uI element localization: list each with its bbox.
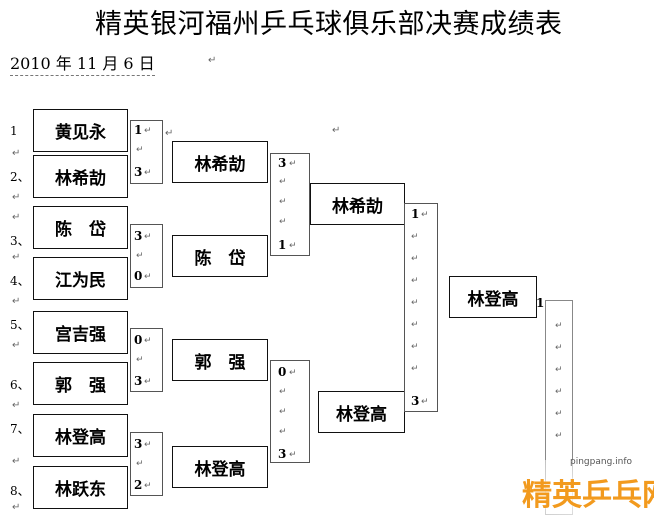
player-box-r1: 陈 岱: [33, 206, 128, 249]
paragraph-mark: ↵: [279, 427, 287, 437]
paragraph-mark: ↵: [144, 232, 152, 242]
score-bottom: 3: [134, 165, 143, 179]
seed-number: 1: [10, 124, 18, 138]
paragraph-mark: ↵: [136, 251, 144, 261]
watermark-url: pingpang.info: [570, 457, 633, 467]
seed-number: 3、: [10, 234, 30, 248]
score-bottom: 0: [134, 269, 143, 283]
watermark-logo: 精英乒乓网: [522, 478, 654, 513]
paragraph-mark: ↵: [144, 126, 152, 136]
paragraph-mark: ↵: [555, 387, 563, 397]
player-box-r2: 林希劼: [172, 141, 268, 183]
score-box-r1: 3 ↵ ↵ 2 ↵: [130, 432, 163, 496]
paragraph-mark: ↵: [289, 368, 297, 378]
score-bottom: 3: [134, 374, 143, 388]
player-box-r1: 宫吉强: [33, 311, 128, 354]
watermark-background: [520, 460, 654, 520]
paragraph-mark: ↵: [411, 276, 419, 286]
player-box-r1: 林登高: [33, 414, 128, 457]
paragraph-mark: ↵: [136, 355, 144, 365]
player-box-r3: 林登高: [318, 391, 405, 433]
score-top: 1: [411, 207, 420, 221]
seed-number: 5、: [10, 318, 30, 332]
score-box-r2: 3 ↵ ↵ ↵ ↵ 1 ↵: [270, 153, 310, 256]
paragraph-mark: ↵: [144, 272, 152, 282]
player-box-r3: 林希劼: [310, 183, 405, 225]
paragraph-mark: ↵: [279, 197, 287, 207]
score-top: 3: [134, 229, 143, 243]
score-bottom: 3: [411, 394, 420, 408]
paragraph-mark: ↵: [136, 145, 144, 155]
seed-number: 8、: [10, 484, 30, 498]
player-box-r1: 林跃东: [33, 466, 128, 509]
paragraph-mark: ↵: [411, 320, 419, 330]
player-box-r2: 林登高: [172, 446, 268, 488]
paragraph-mark: ↵: [411, 232, 419, 242]
paragraph-mark: ↵: [144, 168, 152, 178]
paragraph-mark: ↵: [411, 254, 419, 264]
player-box-r1: 江为民: [33, 257, 128, 300]
paragraph-mark: ↵: [12, 456, 21, 467]
paragraph-mark: ↵: [411, 298, 419, 308]
paragraph-mark: ↵: [555, 343, 563, 353]
paragraph-mark: ↵: [279, 387, 287, 397]
seed-number: 2、: [10, 170, 30, 184]
paragraph-mark: ↵: [421, 210, 429, 220]
paragraph-mark: ↵: [12, 192, 21, 203]
seed-number: 4、: [10, 274, 30, 288]
player-box-r2: 陈 岱: [172, 235, 268, 277]
paragraph-mark: ↵: [144, 377, 152, 387]
score-bottom: 1: [278, 238, 287, 252]
paragraph-mark: ↵: [411, 364, 419, 374]
paragraph-mark: ↵: [289, 159, 297, 169]
player-box-r2: 郭 强: [172, 339, 268, 381]
paragraph-mark: ↵: [165, 128, 174, 139]
paragraph-mark: ↵: [12, 400, 21, 411]
paragraph-mark: ↵: [12, 340, 21, 351]
paragraph-mark: ↵: [136, 459, 144, 469]
score-box-r2: 0 ↵ ↵ ↵ ↵ 3 ↵: [270, 360, 310, 463]
score-box-r1: 1 ↵ ↵ 3 ↵: [130, 120, 163, 184]
score-bottom: 2: [134, 478, 143, 492]
score-top: 0: [278, 365, 287, 379]
paragraph-mark: ↵: [12, 148, 21, 159]
paragraph-mark: ↵: [332, 125, 341, 136]
paragraph-mark: ↵: [144, 440, 152, 450]
score-top: 1: [134, 123, 143, 137]
paragraph-mark: ↵: [12, 212, 21, 223]
paragraph-mark: ↵: [12, 252, 21, 263]
paragraph-mark: ↵: [555, 431, 563, 441]
paragraph-mark: ↵: [12, 296, 21, 307]
champion-box: 林登高: [449, 276, 537, 318]
paragraph-mark: ↵: [144, 481, 152, 491]
paragraph-mark: ↵: [144, 336, 152, 346]
score-bottom: 3: [278, 447, 287, 461]
paragraph-mark: ↵: [12, 502, 21, 513]
paragraph-mark: ↵: [279, 217, 287, 227]
paragraph-mark: ↵: [411, 342, 419, 352]
score-box-r1: 0 ↵ ↵ 3 ↵: [130, 328, 163, 392]
score-box-r1: 3 ↵ ↵ 0 ↵: [130, 224, 163, 288]
score-top: 3: [134, 437, 143, 451]
score-box-r3: 1 ↵ ↵ ↵ ↵ ↵ ↵ ↵ ↵ 3 ↵: [404, 203, 438, 412]
paragraph-mark: ↵: [555, 365, 563, 375]
paragraph-mark: ↵: [555, 321, 563, 331]
player-box-r1: 郭 强: [33, 362, 128, 405]
player-box-r1: 黄见永: [33, 109, 128, 152]
page-title: 精英银河福州乒乓球俱乐部决赛成绩表: [95, 9, 563, 40]
paragraph-mark: ↵: [289, 450, 297, 460]
player-box-r1: 林希劼: [33, 155, 128, 198]
paragraph-mark: ↵: [289, 241, 297, 251]
seed-number: 7、: [10, 422, 30, 436]
seed-number: 6、: [10, 378, 30, 392]
score-top: 0: [134, 333, 143, 347]
final-score: 1: [536, 296, 545, 310]
match-date: 2010 年 11 月 6 日: [10, 50, 155, 76]
paragraph-mark: ↵: [279, 407, 287, 417]
paragraph-mark: ↵: [421, 397, 429, 407]
score-top: 3: [278, 156, 287, 170]
paragraph-mark: ↵: [279, 177, 287, 187]
paragraph-mark: ↵: [555, 409, 563, 419]
paragraph-mark: ↵: [208, 55, 217, 66]
